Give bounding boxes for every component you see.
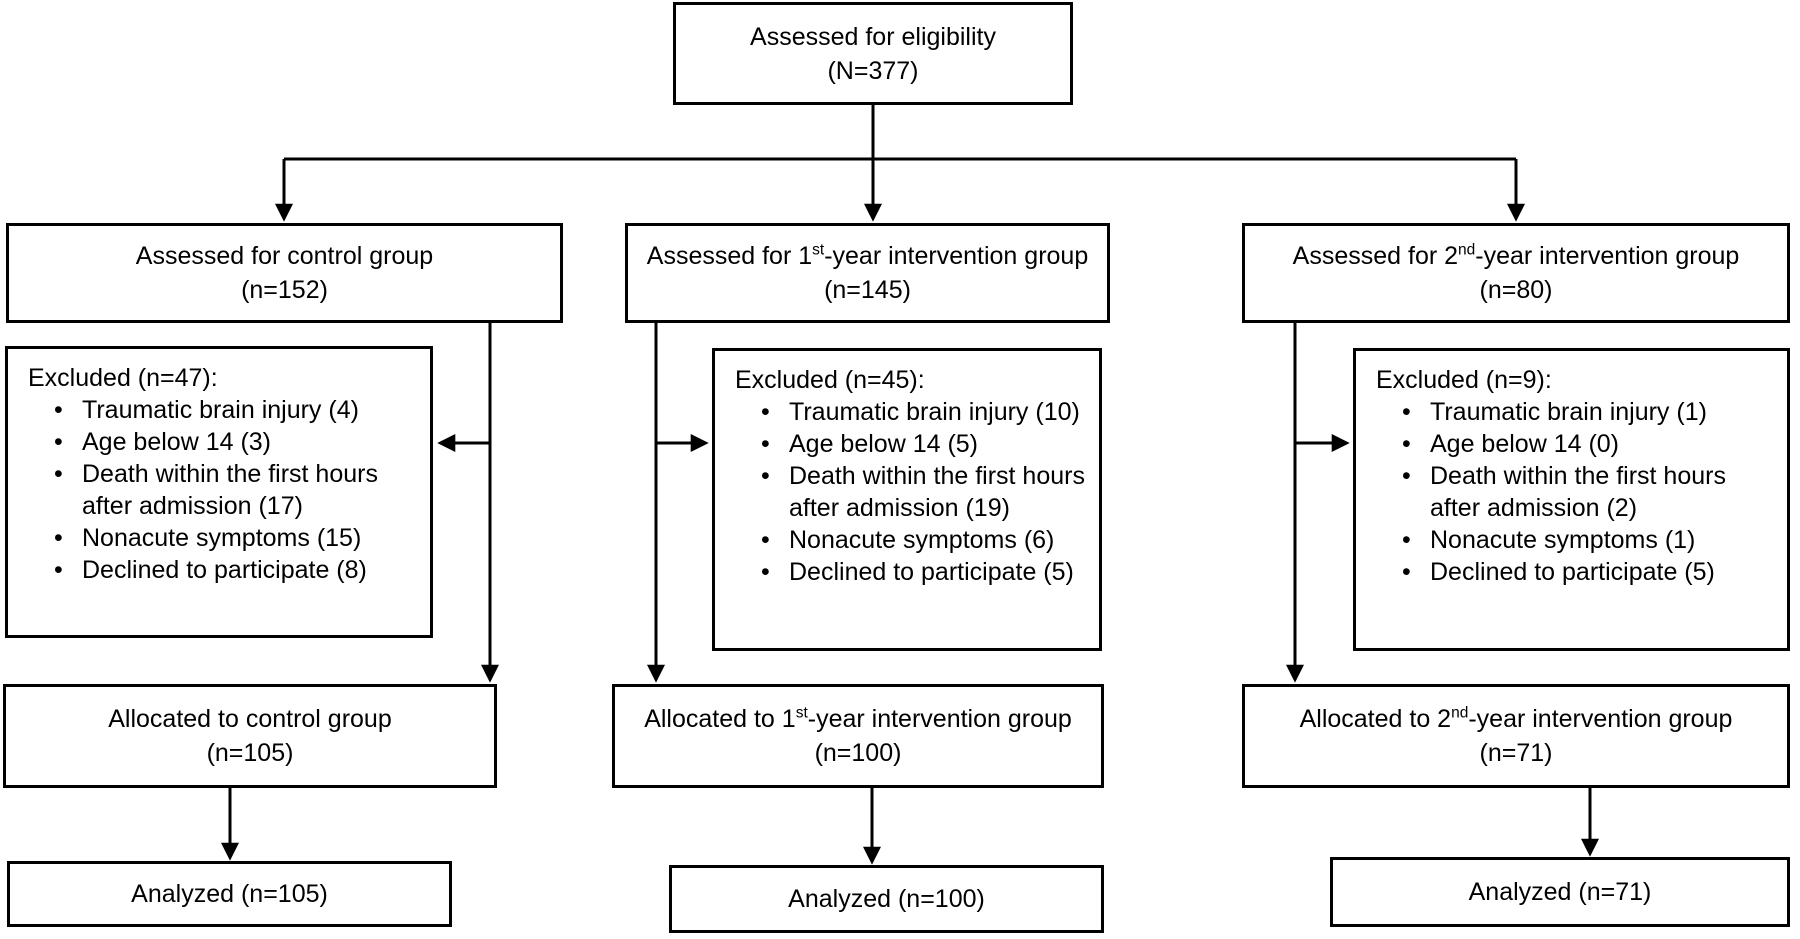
excluded-item: • Nonacute symptoms (1) — [1376, 524, 1779, 556]
excluded-item: • Traumatic brain injury (1) — [1376, 396, 1779, 428]
label-sup: st — [812, 241, 825, 259]
excluded-item: • Traumatic brain injury (10) — [735, 396, 1091, 428]
excluded-year2-box: Excluded (n=9): • Traumatic brain injury … — [1353, 348, 1790, 651]
assessed-year2-count: (n=80) — [1479, 276, 1553, 304]
excluded-item: • Traumatic brain injury (4) — [28, 394, 422, 426]
label-sup: nd — [1451, 704, 1469, 722]
excluded-item-text: Traumatic brain injury (4) — [82, 396, 359, 424]
bullet-icon: • — [54, 556, 63, 584]
allocated-control-box: Allocated to control group (n=105) — [3, 684, 497, 788]
excluded-item: • Death within the first hours after admi… — [28, 458, 422, 522]
excluded-item: • Death within the first hours after admi… — [1376, 460, 1779, 524]
bullet-icon: • — [54, 460, 63, 488]
excluded-item: • Declined to participate (5) — [735, 556, 1091, 588]
bullet-icon: • — [54, 524, 63, 552]
eligibility-box: Assessed for eligibility (N=377) — [673, 2, 1073, 105]
label-text: -year intervention group — [1475, 242, 1740, 270]
label-text: Assessed for 1 — [646, 242, 813, 270]
assessed-year2-box: Assessed for 2nd-year intervention group… — [1242, 223, 1790, 323]
bullet-icon: • — [761, 430, 770, 458]
analyzed-year2-box: Analyzed (n=71) — [1330, 857, 1790, 927]
label-sup: nd — [1458, 241, 1476, 259]
excluded-item-text: Nonacute symptoms (1) — [1430, 526, 1696, 554]
allocated-year2-count: (n=71) — [1479, 739, 1553, 767]
allocated-year1-title: Allocated to 1st-year intervention group — [644, 702, 1072, 736]
excluded-item-text: Death within the first hours after admis… — [789, 462, 1085, 522]
assessed-control-title: Assessed for control group — [136, 239, 433, 273]
bullet-icon: • — [1402, 462, 1411, 490]
bullet-icon: • — [761, 558, 770, 586]
excluded-year1-box: Excluded (n=45): • Traumatic brain injury… — [712, 348, 1102, 651]
excluded-item-text: Traumatic brain injury (10) — [789, 398, 1080, 426]
bullet-icon: • — [761, 462, 770, 490]
excluded-item: • Death within the first hours after admi… — [735, 460, 1091, 524]
assessed-year1-count: (n=145) — [824, 276, 911, 304]
assessed-control-box: Assessed for control group (n=152) — [6, 223, 563, 323]
analyzed-year2-label: Analyzed (n=71) — [1468, 878, 1652, 906]
excluded-item-text: Death within the first hours after admis… — [1430, 462, 1726, 522]
eligibility-title: Assessed for eligibility — [750, 22, 996, 51]
label-text: Allocated to 1 — [644, 705, 796, 733]
excluded-item: • Age below 14 (0) — [1376, 428, 1779, 460]
excluded-item-text: Age below 14 (5) — [789, 430, 979, 458]
bullet-icon: • — [54, 396, 63, 424]
analyzed-year1-box: Analyzed (n=100) — [669, 865, 1104, 933]
bullet-icon: • — [761, 526, 770, 554]
eligibility-count: (N=377) — [827, 56, 919, 85]
excluded-control-box: Excluded (n=47): • Traumatic brain injury… — [5, 346, 433, 638]
excluded-item: • Nonacute symptoms (15) — [28, 522, 422, 554]
excluded-item-text: Age below 14 (3) — [82, 428, 272, 456]
excluded-item: • Age below 14 (3) — [28, 426, 422, 458]
excluded-title: Excluded (n=9): — [1376, 366, 1552, 394]
bullet-icon: • — [1402, 398, 1411, 426]
allocated-control-count: (n=105) — [206, 739, 294, 767]
assessed-year1-title: Assessed for 1st-year intervention group — [647, 239, 1088, 273]
bullet-icon: • — [54, 428, 63, 456]
excluded-item: • Nonacute symptoms (6) — [735, 524, 1091, 556]
analyzed-control-box: Analyzed (n=105) — [7, 861, 452, 927]
excluded-title: Excluded (n=45): — [735, 366, 925, 394]
label-text: Allocated to control group — [108, 705, 392, 733]
analyzed-year1-label: Analyzed (n=100) — [788, 885, 985, 913]
allocated-control-title: Allocated to control group — [108, 702, 392, 736]
label-text: -year intervention group — [1468, 705, 1733, 733]
excluded-item-text: Nonacute symptoms (6) — [789, 526, 1055, 554]
allocated-year1-count: (n=100) — [814, 739, 902, 767]
excluded-item-text: Nonacute symptoms (15) — [82, 524, 362, 552]
label-text: -year intervention group — [824, 242, 1089, 270]
analyzed-control-label: Analyzed (n=105) — [131, 880, 328, 908]
label-text: Allocated to 2 — [1299, 705, 1452, 733]
excluded-item-text: Traumatic brain injury (1) — [1430, 398, 1707, 426]
bullet-icon: • — [1402, 430, 1411, 458]
excluded-item-text: Declined to participate (8) — [82, 556, 367, 584]
excluded-item: • Age below 14 (5) — [735, 428, 1091, 460]
allocated-year2-title: Allocated to 2nd-year intervention group — [1300, 702, 1733, 736]
label-text: -year intervention group — [807, 705, 1072, 733]
allocated-year1-box: Allocated to 1st-year intervention group… — [612, 684, 1104, 788]
excluded-item-text: Declined to participate (5) — [1430, 558, 1715, 586]
bullet-icon: • — [1402, 526, 1411, 554]
excluded-item-text: Declined to participate (5) — [789, 558, 1074, 586]
bullet-icon: • — [1402, 558, 1411, 586]
excluded-title: Excluded (n=47): — [28, 364, 218, 392]
assessed-year2-title: Assessed for 2nd-year intervention group — [1293, 239, 1740, 273]
excluded-item: • Declined to participate (8) — [28, 554, 422, 586]
label-text: Assessed for 2 — [1292, 242, 1459, 270]
allocated-year2-box: Allocated to 2nd-year intervention group… — [1242, 684, 1790, 788]
bullet-icon: • — [761, 398, 770, 426]
excluded-item-text: Age below 14 (0) — [1430, 430, 1620, 458]
assessed-year1-box: Assessed for 1st-year intervention group… — [625, 223, 1110, 323]
excluded-item-text: Death within the first hours after admis… — [82, 460, 378, 520]
label-sup: st — [795, 704, 808, 722]
excluded-item: • Declined to participate (5) — [1376, 556, 1779, 588]
label-text: Assessed for control group — [135, 242, 434, 270]
assessed-control-count: (n=152) — [241, 276, 328, 304]
